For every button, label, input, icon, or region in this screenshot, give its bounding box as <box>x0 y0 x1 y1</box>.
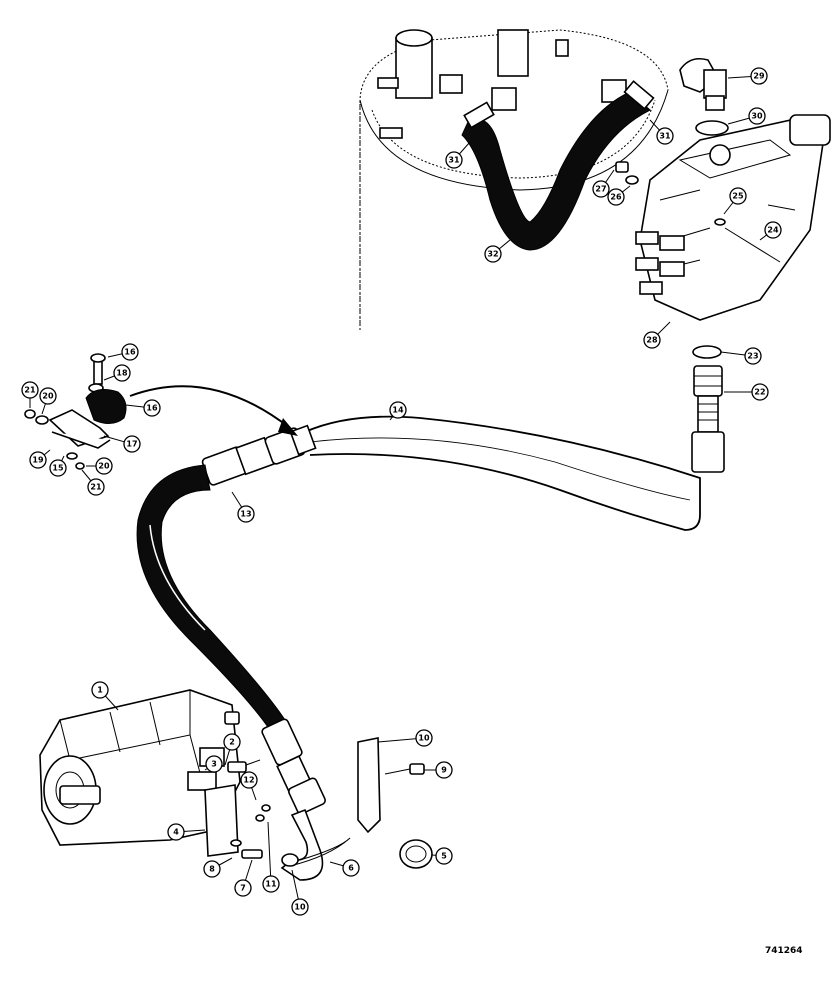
callout-3: 3 <box>205 755 223 773</box>
pump-hardware <box>227 759 299 867</box>
svg-text:20: 20 <box>98 462 110 471</box>
callout-27: 27 <box>592 180 610 198</box>
svg-text:15: 15 <box>52 464 64 473</box>
svg-text:31: 31 <box>448 156 460 165</box>
svg-text:28: 28 <box>646 336 658 345</box>
callout-23: 23 <box>744 347 762 365</box>
svg-text:4: 4 <box>173 828 179 837</box>
suction-hose-assembly <box>461 80 655 251</box>
svg-text:16: 16 <box>146 404 158 413</box>
svg-text:13: 13 <box>240 510 251 519</box>
tube-bracket <box>357 737 381 834</box>
svg-text:14: 14 <box>392 406 404 415</box>
svg-text:21: 21 <box>24 386 36 395</box>
svg-text:22: 22 <box>754 388 765 397</box>
callout-5: 5 <box>435 847 453 865</box>
callout-11: 11 <box>262 875 280 893</box>
callout-25: 25 <box>729 187 747 205</box>
svg-text:3: 3 <box>211 760 217 769</box>
pump-flange <box>204 784 239 857</box>
svg-text:9: 9 <box>441 766 447 775</box>
callout-2: 2 <box>223 733 241 751</box>
callout-29: 29 <box>750 67 768 85</box>
callout-16: 16 <box>143 399 161 417</box>
svg-text:21: 21 <box>90 483 102 492</box>
pressure-hose <box>136 464 286 731</box>
callout-31: 31 <box>445 151 463 169</box>
o-ring-connector <box>692 345 722 359</box>
svg-text:26: 26 <box>610 193 622 202</box>
callout-20: 20 <box>39 387 57 405</box>
callout-26: 26 <box>607 188 625 206</box>
svg-text:10: 10 <box>294 903 306 912</box>
callout-10: 10 <box>415 729 433 747</box>
callout-32: 32 <box>484 245 502 263</box>
callout-20: 20 <box>95 457 113 475</box>
svg-text:7: 7 <box>240 884 246 893</box>
callout-17: 17 <box>123 435 141 453</box>
svg-text:16: 16 <box>124 348 136 357</box>
figure-number: 741264 <box>765 946 803 956</box>
callout-18: 18 <box>113 364 131 382</box>
svg-text:11: 11 <box>265 880 277 889</box>
svg-text:23: 23 <box>747 352 758 361</box>
callout-13: 13 <box>237 505 255 523</box>
callout-leader-11 <box>267 821 272 885</box>
callout-28: 28 <box>643 331 661 349</box>
callout-15: 15 <box>49 459 67 477</box>
svg-text:8: 8 <box>209 865 215 874</box>
svg-text:30: 30 <box>751 112 763 121</box>
callout-8: 8 <box>203 860 221 878</box>
callout-12: 12 <box>240 771 258 789</box>
control-valve <box>635 114 831 321</box>
callout-1: 1 <box>91 681 109 699</box>
svg-text:6: 6 <box>348 864 354 873</box>
o-ring-upper <box>695 120 729 136</box>
lower-hose-fitting <box>261 718 326 815</box>
svg-text:18: 18 <box>116 369 128 378</box>
reservoir-tank <box>359 29 669 330</box>
callout-21: 21 <box>21 381 39 399</box>
svg-text:32: 32 <box>487 250 498 259</box>
callout-14: 14 <box>389 401 407 419</box>
svg-text:27: 27 <box>595 185 606 194</box>
svg-text:19: 19 <box>32 456 44 465</box>
svg-text:1: 1 <box>97 686 103 695</box>
pressure-tube <box>304 415 701 531</box>
elbow-fitting <box>679 57 727 111</box>
clamp-assembly <box>24 353 127 470</box>
callout-30: 30 <box>748 107 766 125</box>
callout-10: 10 <box>291 898 309 916</box>
hose-end-fitting <box>201 424 317 486</box>
cap <box>399 839 433 869</box>
bracket-bolt <box>384 763 425 775</box>
svg-text:20: 20 <box>42 392 54 401</box>
svg-text:5: 5 <box>441 852 447 861</box>
callout-6: 6 <box>342 859 360 877</box>
svg-text:2: 2 <box>229 738 235 747</box>
callout-19: 19 <box>29 451 47 469</box>
pump-outlet-tube <box>280 808 324 881</box>
assembly-arrow <box>129 385 291 429</box>
callout-16: 16 <box>121 343 139 361</box>
callout-31: 31 <box>656 127 674 145</box>
callout-4: 4 <box>167 823 185 841</box>
callout-layer: 1234567891010111213141516161718192020212… <box>21 67 782 916</box>
callout-9: 9 <box>435 761 453 779</box>
callout-7: 7 <box>234 879 252 897</box>
svg-text:24: 24 <box>767 226 779 235</box>
svg-text:10: 10 <box>418 734 430 743</box>
svg-text:31: 31 <box>659 132 671 141</box>
svg-text:25: 25 <box>732 192 744 201</box>
svg-text:12: 12 <box>243 776 254 785</box>
callout-22: 22 <box>751 383 769 401</box>
small-fittings <box>615 161 726 226</box>
svg-text:29: 29 <box>753 72 765 81</box>
svg-text:17: 17 <box>126 440 137 449</box>
callout-24: 24 <box>764 221 782 239</box>
callout-21: 21 <box>87 478 105 496</box>
straight-connector <box>691 365 725 473</box>
